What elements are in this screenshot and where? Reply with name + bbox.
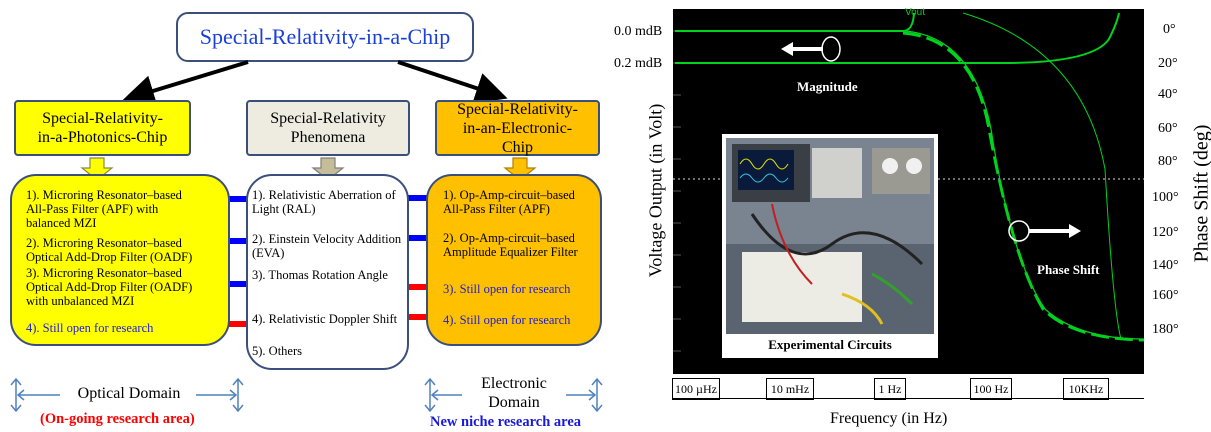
electronic-item: 1). Op-Amp-circuit–based All-Pass Filter… (443, 188, 575, 216)
electronic-item: 4). Still open for research (443, 313, 571, 327)
arrow-to-photonics (122, 60, 249, 107)
phase-tick: 160° (1152, 288, 1179, 303)
phenomena-header-text: Special-Relativity Phenomena (270, 110, 386, 146)
phase-tick: 80° (1158, 154, 1178, 169)
electronic-header: Special-Relativity-in-an-Electronic-Chip (435, 100, 600, 156)
trace-label: Vout (905, 7, 926, 18)
photonics-item: 2). Microring Resonator–based Optical Ad… (26, 236, 193, 264)
freq-tick: 10KHz (1063, 378, 1109, 400)
mag-label-1: 0.2 mdB (614, 56, 663, 71)
phase-tick: 180° (1152, 322, 1179, 337)
magnitude-arrow (781, 42, 823, 56)
phase-tick: 120° (1152, 225, 1179, 240)
optical-status-label: (On-going research area) (40, 411, 195, 427)
phenomena-item: 4). Relativistic Doppler Shift (252, 312, 398, 326)
magnitude-trace (675, 12, 1120, 64)
electronic-item: 3). Still open for research (443, 282, 571, 296)
y-axis-right-title: Phase Shift (deg) (1190, 124, 1211, 263)
phase-tick: 100° (1152, 190, 1179, 205)
domain-arrows (10, 377, 603, 413)
phase-arrow (1029, 224, 1081, 238)
photonics-item: 4). Still open for research (26, 321, 154, 335)
arrow-to-electronic (397, 60, 508, 104)
phase-tick: 0° (1163, 22, 1176, 37)
phenomena-item: 3). Thomas Rotation Angle (252, 268, 388, 282)
electronic-domain-label: Electronic Domain (481, 375, 547, 411)
photo-caption: Experimental Circuits (768, 337, 892, 352)
phase-tick: 140° (1152, 258, 1179, 273)
electronic-status-label: New niche research area (430, 414, 582, 430)
freq-tick: 1 Hz (874, 378, 906, 400)
electronic-panel (426, 174, 602, 346)
optical-domain-label: Optical Domain (77, 385, 181, 402)
photonics-header-text: Special-Relativity-in-a-Photonics-Chip (37, 110, 168, 146)
photonics-item: 1). Microring Resonator–based All-Pass F… (26, 188, 182, 230)
photonics-panel (10, 174, 230, 346)
x-axis-title: Frequency (in Hz) (830, 410, 948, 427)
phase-shift-label: Phase Shift (1037, 262, 1100, 277)
freq-tick: 10 mHz (766, 378, 814, 400)
x-axis-line (672, 398, 1144, 399)
freq-tick: 100 µHz (672, 378, 720, 400)
diagram-title: Special-Relativity-in-a-Chip (199, 24, 451, 49)
phase-trace-thin (962, 12, 1122, 340)
phenomena-item: 1). Relativistic Aberration of Light (RA… (252, 188, 396, 216)
y-axis-left-title: Voltage Output (in Volt) (645, 103, 666, 278)
phase-tick: 20° (1158, 56, 1178, 71)
electronic-header-text: Special-Relativity-in-an-Electronic-Chip (457, 100, 578, 156)
diagram-title-box: Special-Relativity-in-a-Chip (176, 12, 474, 62)
experimental-circuits-photo: Experimental Circuits (722, 134, 938, 358)
phase-trace-dashed (902, 31, 1144, 342)
freq-tick: 100 Hz (970, 378, 1012, 400)
phase-tick: 60° (1158, 121, 1178, 136)
mag-label-0: 0.0 mdB (614, 24, 663, 39)
phase-tick: 40° (1158, 87, 1178, 102)
phenomena-header: Special-Relativity Phenomena (246, 100, 410, 156)
electronic-item: 2). Op-Amp-circuit–based Amplitude Equal… (443, 231, 578, 259)
magnitude-marker (821, 36, 841, 62)
magnitude-label: Magnitude (797, 79, 858, 94)
photonics-header: Special-Relativity-in-a-Photonics-Chip (14, 100, 191, 156)
phenomena-panel (246, 174, 409, 370)
phenomena-item: 5). Others (252, 344, 302, 358)
photonics-item: 3). Microring Resonator–based Optical Ad… (26, 266, 193, 308)
phenomena-item: 2). Einstein Velocity Addition (EVA) (252, 232, 402, 260)
